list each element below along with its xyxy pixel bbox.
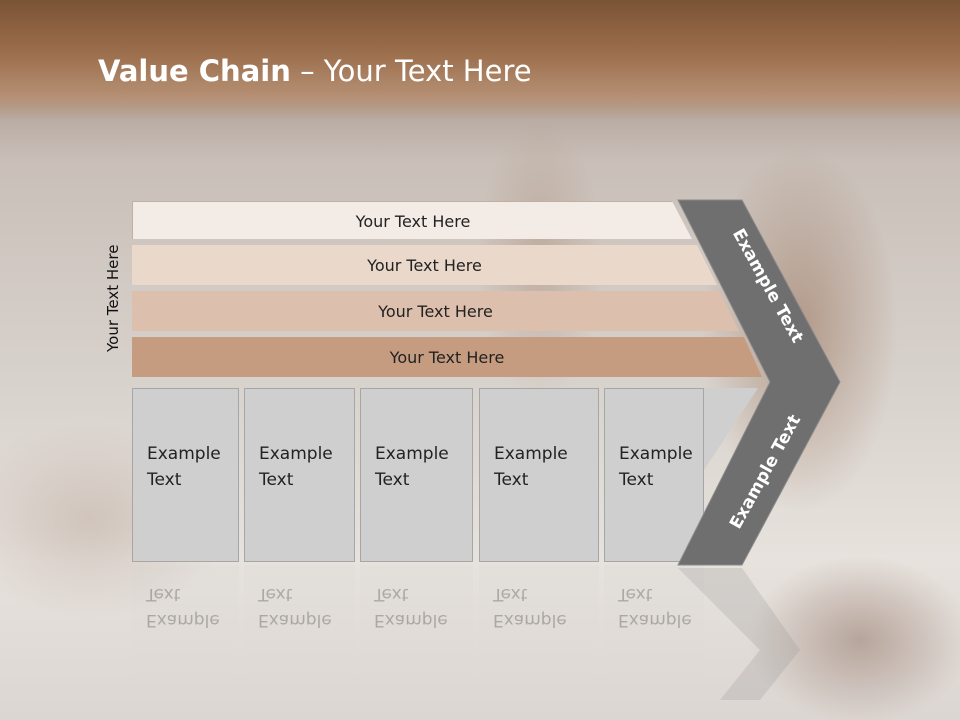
column-text: Example: [619, 444, 693, 464]
column-text: Example: [147, 444, 221, 464]
column-text: Text: [147, 470, 182, 490]
bar-2: Your Text Here: [132, 245, 717, 285]
title-bold: Value Chain: [98, 54, 291, 88]
bar-3: Your Text Here: [132, 291, 739, 331]
column-text: Text: [619, 470, 654, 490]
column-text: Example: [494, 444, 568, 464]
column-text: Example: [259, 444, 333, 464]
column-text: Text: [259, 470, 294, 490]
column-5-extension: [704, 388, 758, 470]
bar-label: Your Text Here: [389, 347, 505, 367]
slide-title: Value Chain – Your Text Here: [98, 54, 532, 88]
chevron-shape: [677, 199, 841, 566]
bar-label: Your Text Here: [378, 301, 493, 321]
title-bar: [0, 0, 960, 120]
bar-label: Your Text Here: [367, 255, 482, 275]
column-text: Text: [375, 470, 410, 490]
bar-1: Your Text Here: [132, 201, 692, 239]
bar-4: Your Text Here: [132, 337, 762, 377]
bar-label: Your Text Here: [355, 211, 471, 231]
title-rest: – Your Text Here: [290, 54, 532, 88]
column-text: Text: [494, 470, 529, 490]
chevron-reflection: [678, 568, 800, 700]
column-text: Example: [375, 444, 449, 464]
